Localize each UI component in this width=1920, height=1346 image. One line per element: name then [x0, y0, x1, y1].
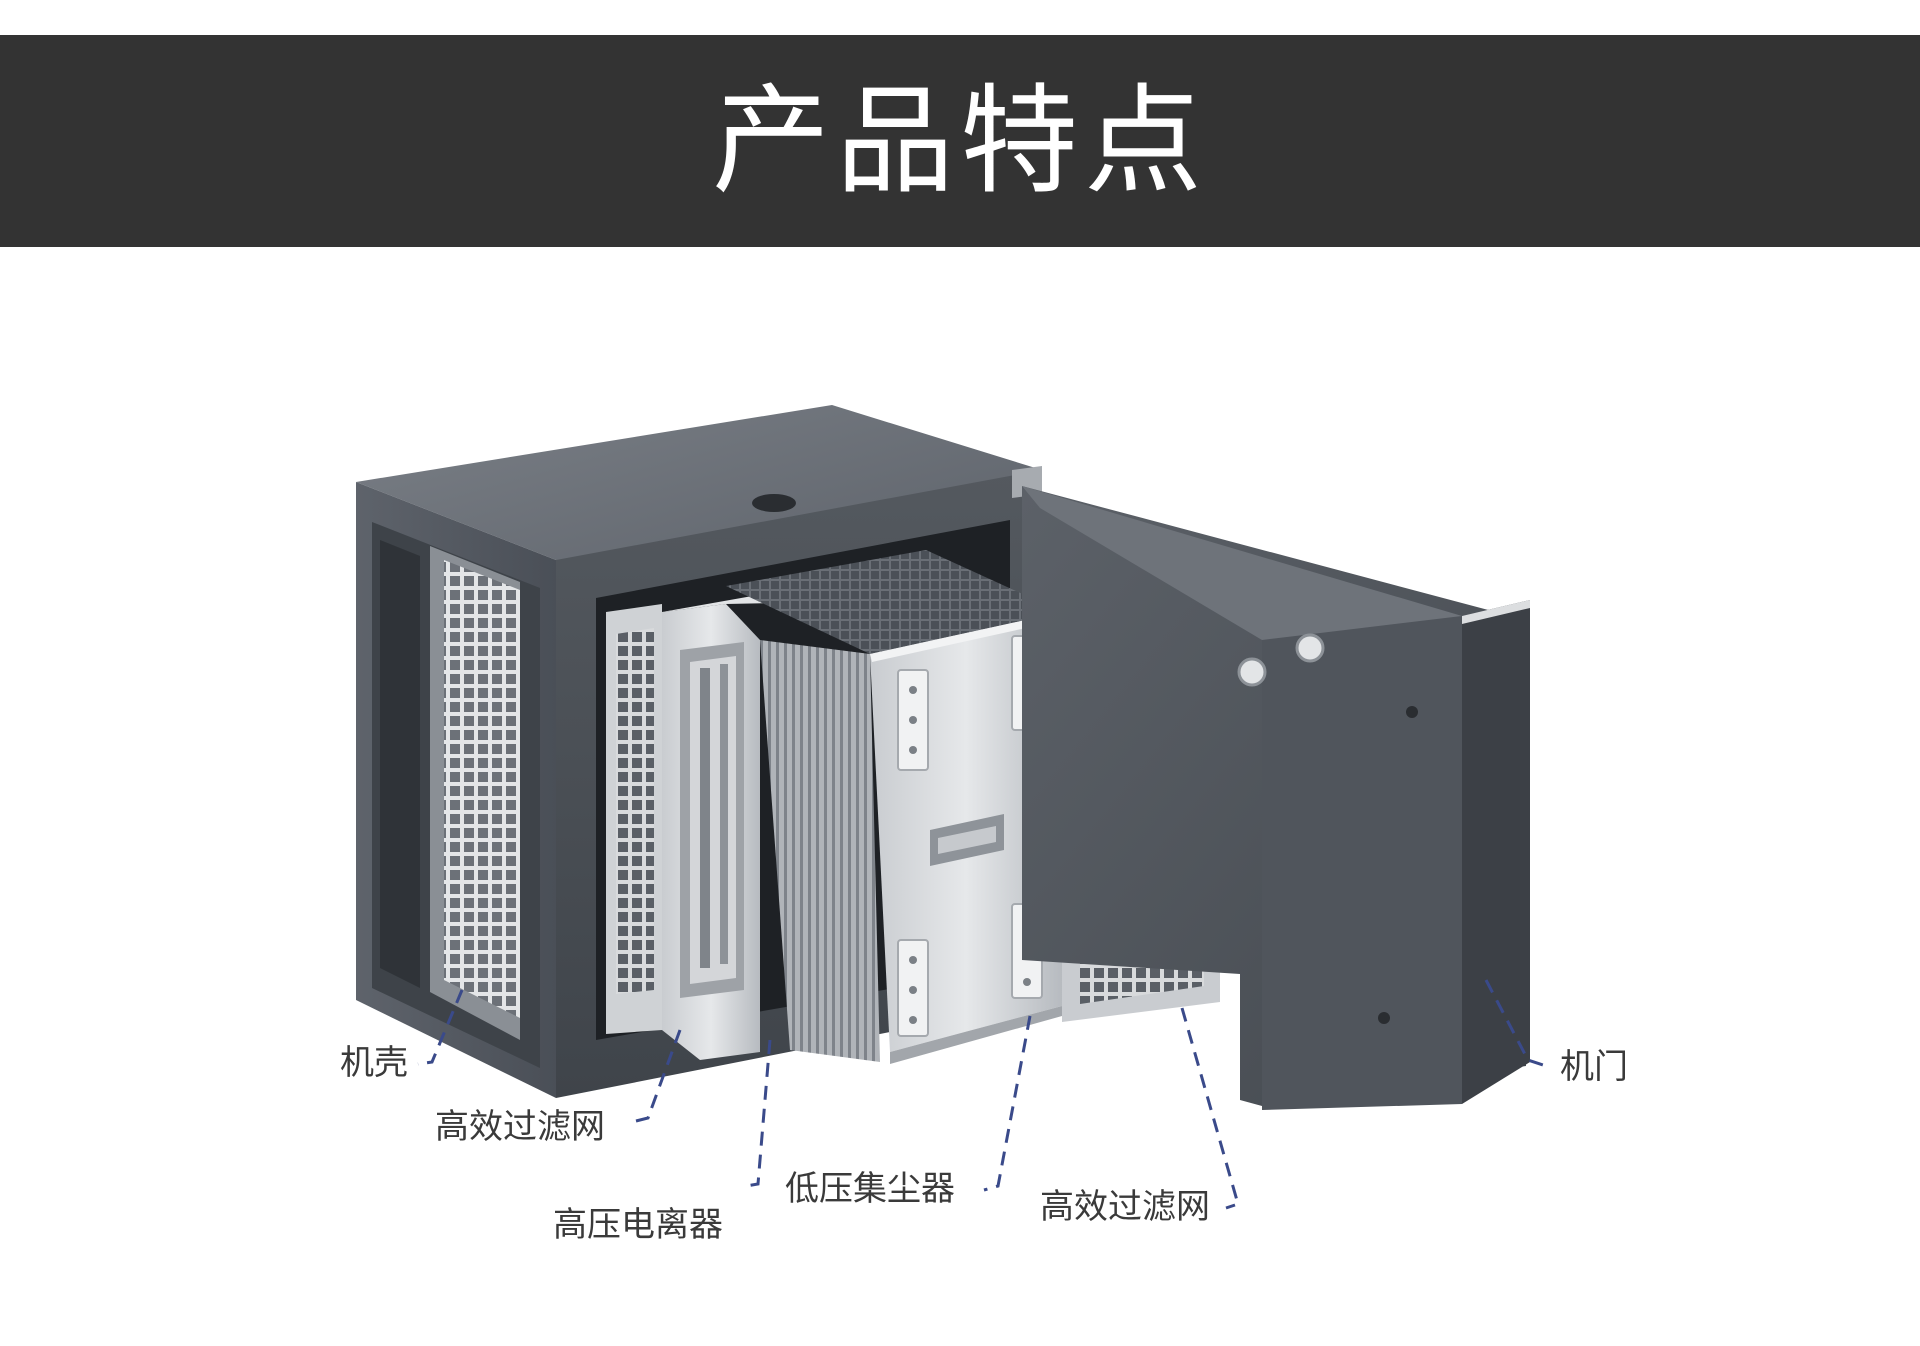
page-title: 产品特点	[711, 72, 1208, 210]
filter-left	[606, 604, 662, 1034]
label-filter-right: 高效过滤网	[1040, 1187, 1210, 1227]
leader-collector	[983, 1015, 1032, 1192]
collector-module	[726, 550, 1062, 1064]
cabinet-door	[1022, 486, 1530, 1110]
leader-door	[1484, 979, 1547, 1068]
leader-filter-right	[1180, 1007, 1240, 1210]
label-ionizer: 高压电离器	[553, 1205, 723, 1245]
door-bolts	[1237, 633, 1418, 1024]
label-filter-left: 高效过滤网	[435, 1107, 605, 1147]
side-window	[372, 522, 540, 1068]
leader-shell	[417, 989, 464, 1066]
label-shell: 机壳	[340, 1043, 408, 1083]
leader-filter-left	[631, 1029, 682, 1124]
leader-lines	[417, 979, 1547, 1210]
label-door: 机门	[1560, 1047, 1628, 1087]
leader-ionizer	[745, 1039, 772, 1188]
title-banner: 产品特点	[0, 35, 1920, 247]
label-collector: 低压集尘器	[785, 1169, 955, 1209]
